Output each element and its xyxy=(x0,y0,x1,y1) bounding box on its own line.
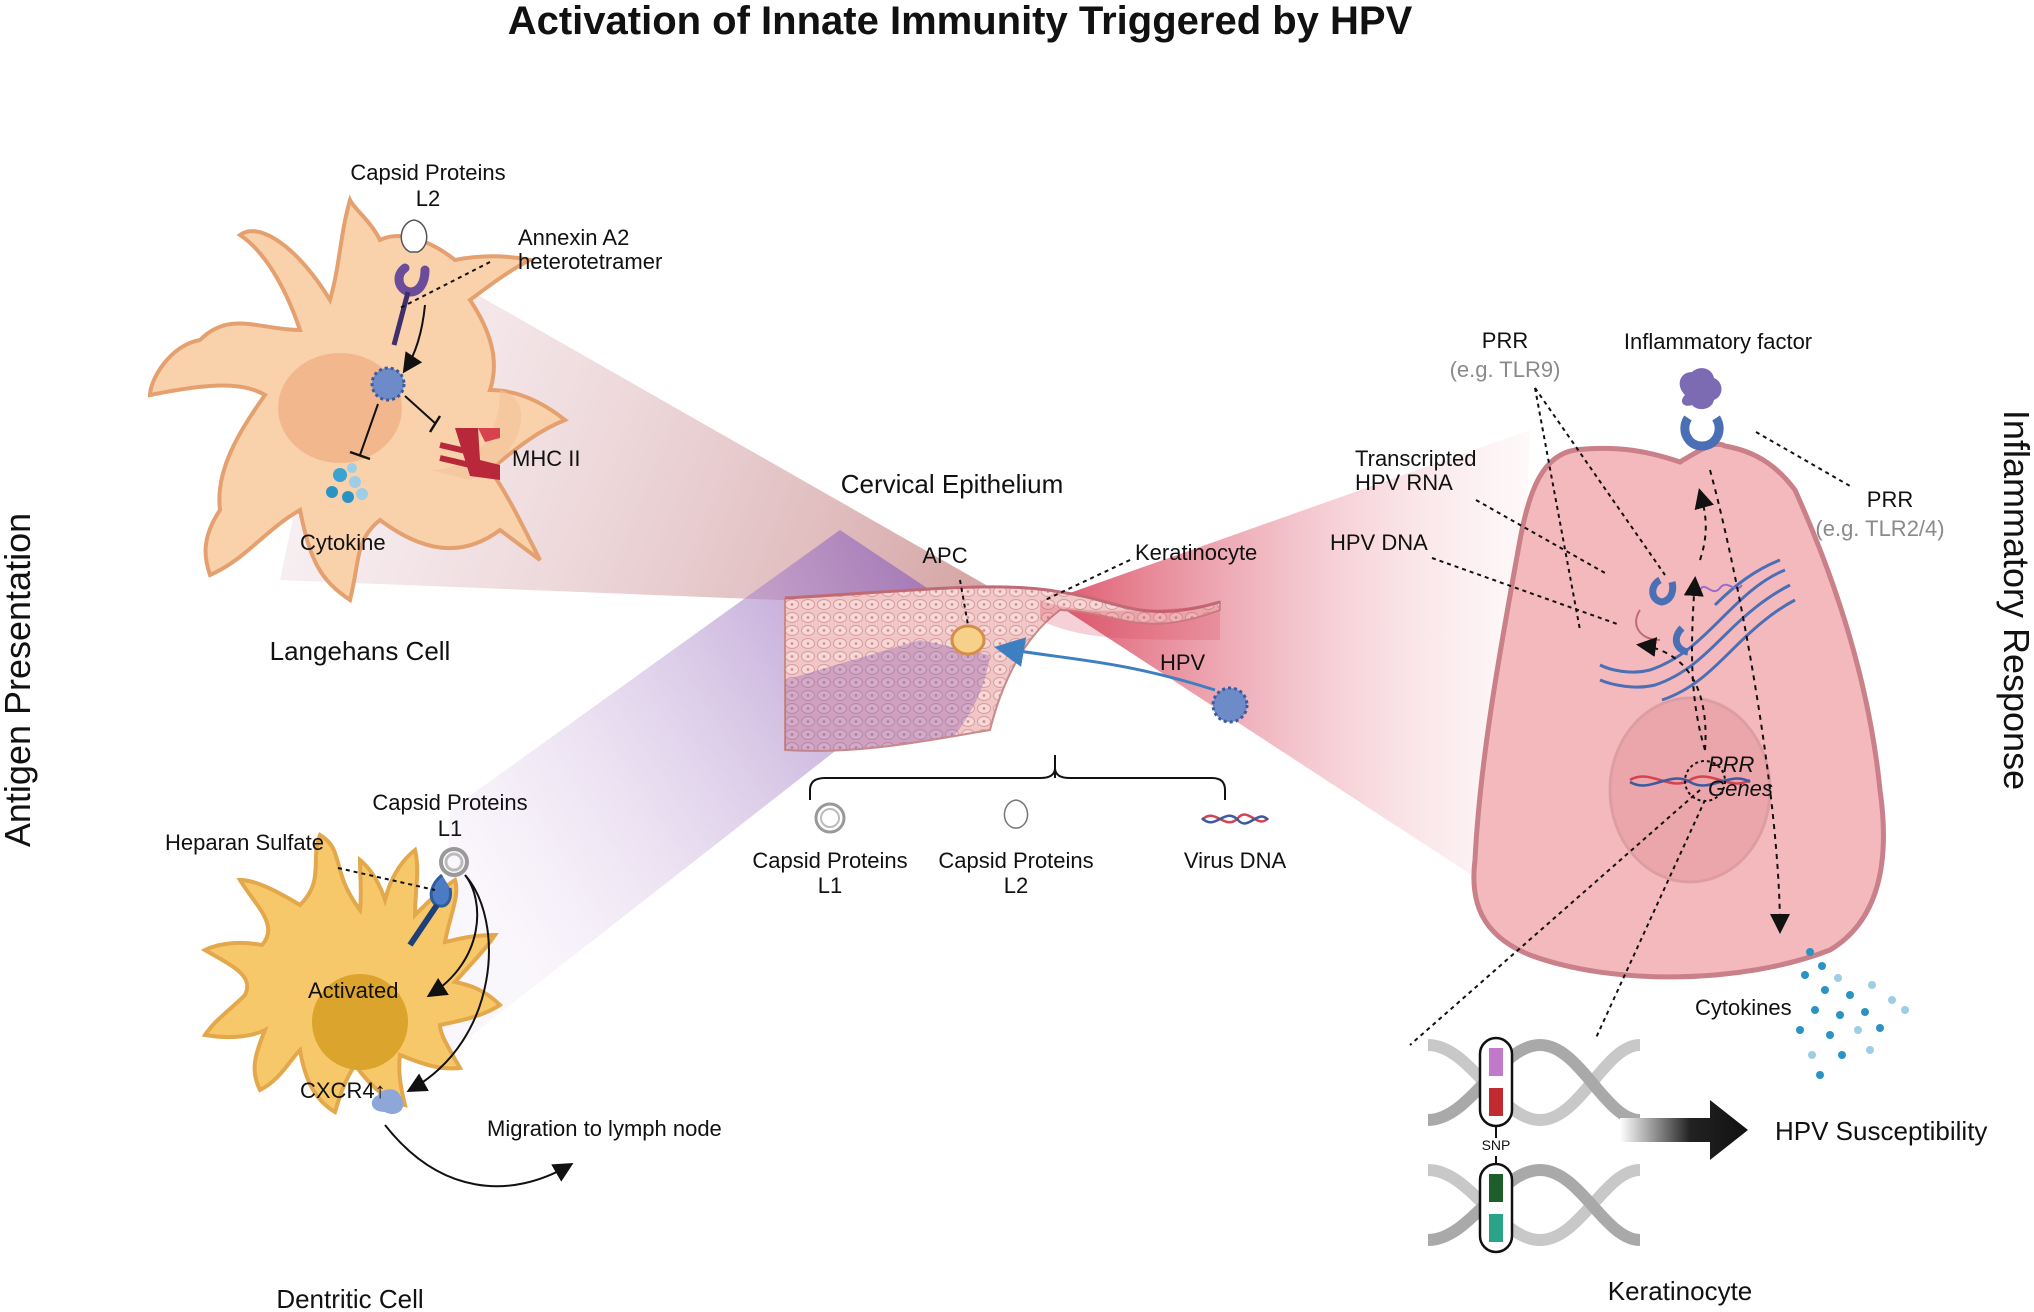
dc-capsid-l1-label-2: L1 xyxy=(438,816,462,841)
dendritic-cell-label: Dentritic Cell xyxy=(276,1284,423,1312)
hpv-susceptibility-label: HPV Susceptibility xyxy=(1775,1116,1987,1146)
langerhans-cell-label: Langehans Cell xyxy=(270,636,451,666)
dendritic-cell xyxy=(200,832,574,1188)
keratinocyte-projection-beam xyxy=(1050,430,1530,900)
components-brace xyxy=(809,767,1226,800)
epithelium-hpv-label: HPV xyxy=(1160,650,1206,675)
activated-label: Activated xyxy=(308,978,399,1003)
migration-arrow xyxy=(384,1124,574,1188)
mhc-ii-label: MHC II xyxy=(512,446,580,471)
snp-dna-icon xyxy=(1427,1036,1641,1254)
keratinocyte-nucleus xyxy=(1608,696,1772,884)
epithelium-title: Cervical Epithelium xyxy=(841,469,1064,499)
heparan-sulfate-label: Heparan Sulfate xyxy=(165,830,324,855)
mhc-ii-icon xyxy=(439,428,500,480)
annexin-leader xyxy=(399,261,491,309)
diagram-title: Activation of Innate Immunity Triggered … xyxy=(508,0,1413,43)
capsid-l1-particle xyxy=(439,847,469,877)
cytokine-label: Cytokine xyxy=(300,530,386,555)
cytokines-label: Cytokines xyxy=(1695,995,1792,1020)
migration-label: Migration to lymph node xyxy=(487,1116,722,1141)
apc-label: APC xyxy=(922,543,967,568)
prr-genes-label-2: Genes xyxy=(1708,776,1773,801)
annexin-label-2: heterotetramer xyxy=(518,249,662,274)
side-label-left: Antigen Presentation xyxy=(0,513,38,847)
capsid-l2-icon xyxy=(1003,799,1029,829)
cytokine-icon xyxy=(326,463,368,503)
prr-tlr24-label-1: PRR xyxy=(1867,487,1913,512)
prr-tlr9-label-2: (e.g. TLR9) xyxy=(1450,357,1561,382)
susceptibility-arrow xyxy=(1620,1100,1748,1160)
prr-genes-label-1: PRR xyxy=(1708,752,1755,777)
keratinocyte-cell xyxy=(1471,368,1886,980)
side-label-right: Inflammatory Response xyxy=(1996,410,2034,790)
component-1-label-1: Capsid Proteins xyxy=(938,848,1093,873)
component-0-label-1: Capsid Proteins xyxy=(752,848,907,873)
lc-capsid-l2-label-2: L2 xyxy=(416,186,440,211)
component-1-label-2: L2 xyxy=(1004,873,1028,898)
cxcr4-receptor-icon xyxy=(371,1089,404,1115)
epithelium-keratinocyte-label: Keratinocyte xyxy=(1135,540,1257,565)
snp-label: SNP xyxy=(1482,1137,1511,1153)
cytokines-icon xyxy=(1796,948,1909,1079)
cxcr4-label: CXCR4↑ xyxy=(300,1078,386,1103)
epithelium-hpv-virus-icon xyxy=(1211,686,1249,724)
langerhans-cell xyxy=(147,194,569,604)
annexin-label-1: Annexin A2 xyxy=(518,225,629,250)
keratinocyte-cell-label: Keratinocyte xyxy=(1608,1276,1753,1306)
dc-capsid-l1-label-1: Capsid Proteins xyxy=(372,790,527,815)
component-2-label-1: Virus DNA xyxy=(1184,848,1287,873)
prr-tlr24-icon xyxy=(1680,415,1724,451)
prr-tlr24-label-2: (e.g. TLR2/4) xyxy=(1815,516,1944,541)
hpv-entry-arrow xyxy=(994,637,1216,692)
capsid-l2-particle xyxy=(400,219,428,253)
cervical-epithelium xyxy=(784,585,1249,752)
apc-icon xyxy=(950,624,986,656)
hpv-virus-icon xyxy=(370,366,406,402)
capsid-l1-icon xyxy=(814,802,846,834)
prr-tlr9-icon xyxy=(1649,576,1677,606)
component-icons xyxy=(814,799,1269,834)
organelle-cluster xyxy=(1599,558,1796,702)
dendritic-nucleus xyxy=(312,974,408,1070)
hpv-rna-label-1: Transcripted xyxy=(1355,446,1476,471)
inflammatory-factor-label: Inflammatory factor xyxy=(1624,329,1812,354)
hpv-rna-label-2: HPV RNA xyxy=(1355,470,1453,495)
heparan-leader xyxy=(337,867,436,891)
inflammatory-factor-icon xyxy=(1679,368,1722,410)
lc-capsid-l2-label-1: Capsid Proteins xyxy=(350,160,505,185)
virus-dna-icon xyxy=(1201,813,1269,824)
component-0-label-2: L1 xyxy=(818,873,842,898)
langerhans-nucleus xyxy=(278,353,402,463)
hpv-dna-label: HPV DNA xyxy=(1330,530,1428,555)
prr-tlr9-label-1: PRR xyxy=(1482,328,1528,353)
hpv-rna-icon xyxy=(1699,583,1743,593)
